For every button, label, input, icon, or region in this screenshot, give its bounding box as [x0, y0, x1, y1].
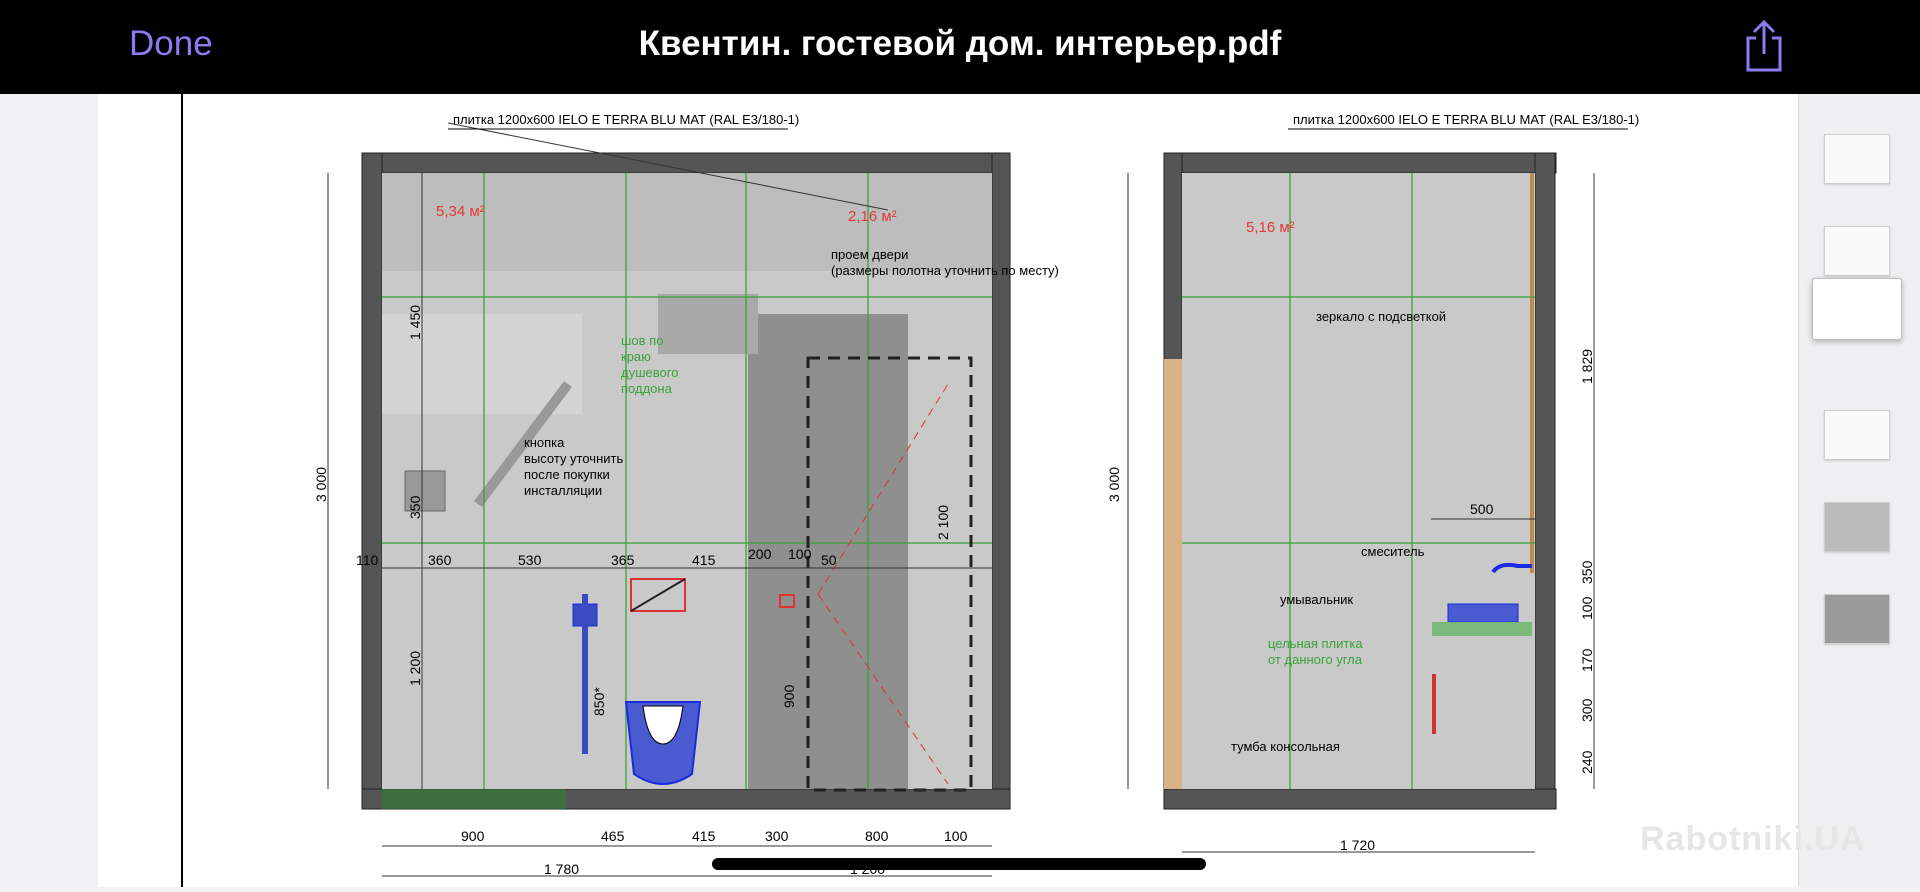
dim-top: 200 — [748, 546, 772, 562]
seam-note-3: душевого — [621, 365, 678, 380]
solid-tile-note-1: цельная плитка — [1268, 636, 1363, 651]
page-thumbnail[interactable] — [1824, 134, 1890, 184]
page-thumbnail[interactable] — [1824, 502, 1890, 552]
dim-width: 1 720 — [1340, 837, 1375, 853]
area-label-1: 5,34 м² — [436, 203, 485, 220]
dim-vertical: 900 — [781, 684, 797, 708]
dim-vertical: 100 — [1579, 596, 1595, 620]
dim-top: 100 — [788, 546, 812, 562]
dim-bottom: 465 — [601, 828, 625, 844]
top-bar: Done Квентин. гостевой дом. интерьер.pdf — [0, 0, 1920, 94]
seam-note-1: шов по — [621, 333, 663, 348]
pdf-page[interactable]: плитка 1200х600 IELO E TERRA BLU MAT (RA… — [98, 94, 1798, 887]
page-thumbnail[interactable] — [1824, 226, 1890, 276]
door-note-1: проем двери — [831, 247, 908, 262]
home-indicator[interactable] — [712, 858, 1206, 870]
dim-top: 110 — [356, 552, 379, 568]
cabinet-note: тумба консольная — [1231, 739, 1340, 754]
technical-drawing: плитка 1200х600 IELO E TERRA BLU MAT (RA… — [181, 94, 1639, 887]
dim-top: 530 — [518, 552, 542, 568]
share-icon[interactable] — [1742, 18, 1786, 74]
button-note-3: после покупки — [524, 467, 610, 482]
dim-vertical: 2 100 — [935, 505, 951, 540]
dim-vertical: 240 — [1579, 750, 1595, 774]
page-thumbnail[interactable] — [1824, 594, 1890, 644]
dim-vertical: 1 450 — [407, 305, 423, 340]
dim-vertical: 850* — [591, 687, 607, 716]
page-thumbnail-selected[interactable] — [1812, 278, 1902, 340]
door-note-2: (размеры полотна уточнить по месту) — [831, 263, 1059, 278]
button-note-4: инсталляции — [524, 483, 602, 498]
watermark: Rabotniki.UA — [1640, 820, 1866, 858]
button-note-2: высоту уточнить — [524, 451, 623, 466]
seam-note-2: краю — [621, 349, 651, 364]
dim-total: 1 780 — [544, 861, 579, 877]
left-gutter — [0, 94, 98, 887]
dim-top: 365 — [611, 552, 635, 568]
dim-vertical: 300 — [1579, 698, 1595, 722]
dim-vertical: 3 000 — [313, 467, 329, 502]
dim-top: 50 — [821, 552, 837, 568]
dim-500: 500 — [1470, 501, 1494, 517]
mirror-note: зеркало с подсветкой — [1316, 309, 1446, 324]
button-note-1: кнопка — [524, 435, 565, 450]
dim-vertical: 350 — [1579, 560, 1595, 584]
seam-note-4: поддона — [621, 381, 673, 396]
dim-bottom: 415 — [692, 828, 716, 844]
dim-top: 360 — [428, 552, 452, 568]
dim-vertical: 170 — [1579, 648, 1595, 672]
solid-tile-note-2: от данного угла — [1268, 652, 1363, 667]
dim-vertical: 3 000 — [1106, 467, 1122, 502]
right-tile-label: плитка 1200х600 IELO E TERRA BLU MAT (RA… — [1293, 112, 1639, 127]
done-button[interactable]: Done — [129, 24, 213, 63]
sink-note: умывальник — [1280, 592, 1353, 607]
dim-bottom: 100 — [944, 828, 968, 844]
left-tile-label: плитка 1200х600 IELO E TERRA BLU MAT (RA… — [453, 112, 799, 127]
dim-top: 415 — [692, 552, 716, 568]
dim-vertical: 350 — [407, 495, 423, 519]
dim-vertical: 1 829 — [1579, 349, 1595, 384]
dim-vertical: 1 200 — [407, 651, 423, 686]
dim-bottom: 300 — [765, 828, 789, 844]
area-label-2: 2,16 м² — [848, 208, 897, 225]
dim-bottom: 900 — [461, 828, 485, 844]
dim-bottom: 800 — [865, 828, 889, 844]
document-title: Квентин. гостевой дом. интерьер.pdf — [638, 24, 1282, 63]
right-area-label: 5,16 м² — [1246, 219, 1295, 236]
mixer-note: смеситель — [1361, 544, 1425, 559]
thumbnail-panel[interactable] — [1798, 94, 1920, 887]
page-thumbnail[interactable] — [1824, 410, 1890, 460]
